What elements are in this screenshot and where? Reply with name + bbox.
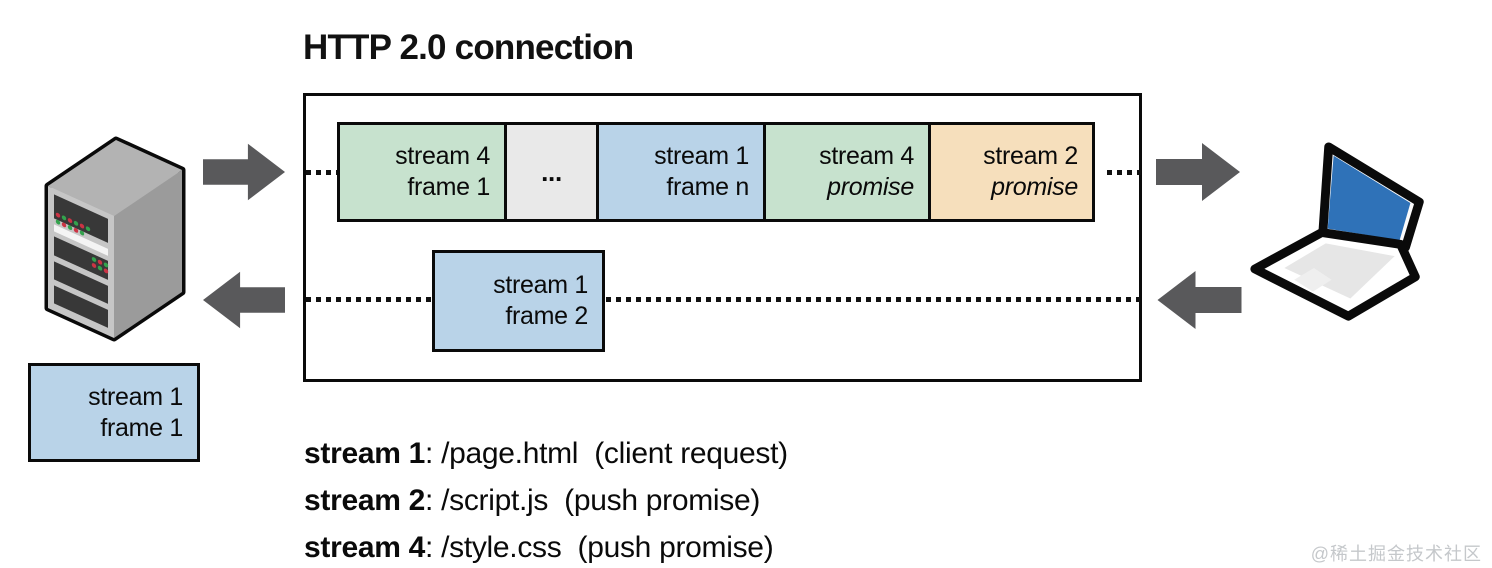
frame-box-stream4-promise: stream 4 promise [763,122,931,222]
dotted-line-bottom [306,297,1140,302]
frame-line2: frame n [666,173,749,201]
ellipsis-label: ... [541,156,562,187]
frame-line1: stream 1 [88,382,183,411]
frame-line2: frame 1 [100,413,183,442]
legend-stream-label: stream 2 [304,483,426,517]
diagram-title: HTTP 2.0 connection [303,28,634,67]
frame-line2: promise [991,173,1078,201]
arrow-left-icon [1156,271,1243,329]
server-tower-icon [40,126,190,353]
arrow-right-icon [1156,143,1240,201]
frame-line1: stream 1 [654,142,749,170]
frame-line1: stream 4 [819,142,914,170]
legend-row-stream2: stream 2: /script.js (push promise) [304,477,788,524]
frame-box-stream4-frame1: stream 4 frame 1 [337,122,507,222]
laptop-icon [1245,138,1437,337]
legend-row-stream1: stream 1: /page.html (client request) [304,430,788,477]
frames-top-row: stream 4 frame 1 ... stream 1 frame n st… [337,122,1095,222]
frame-box-ellipsis: ... [504,122,599,222]
frame-box-stream1-frame2: stream 1 frame 2 [432,250,605,352]
legend-stream-desc: : /page.html (client request) [425,436,788,470]
frame-line2: frame 1 [407,173,490,201]
frame-line2: frame 2 [505,302,588,330]
arrow-right-icon [203,143,285,201]
dotted-line-top-right [1107,170,1141,175]
frame-line1: stream 4 [395,142,490,170]
legend-stream-desc: : /style.css (push promise) [425,530,774,564]
legend-row-stream4: stream 4: /style.css (push promise) [304,524,788,568]
frame-line1: stream 2 [983,142,1078,170]
legend-stream-desc: : /script.js (push promise) [425,483,761,517]
arrow-left-icon [203,271,285,329]
frame-box-stream1-frame1: stream 1 frame 1 [28,363,200,462]
dotted-line-top-left [306,170,338,175]
frame-box-stream2-promise: stream 2 promise [928,122,1095,222]
frame-line2: promise [827,173,914,201]
frame-line1: stream 1 [493,271,588,299]
legend-stream-label: stream 1 [304,436,426,470]
legend-stream-label: stream 4 [304,530,426,564]
stream-legend: stream 1: /page.html (client request) st… [304,430,788,568]
watermark-text: @稀土掘金技术社区 [1310,544,1482,564]
frame-box-stream1-frameN: stream 1 frame n [596,122,766,222]
